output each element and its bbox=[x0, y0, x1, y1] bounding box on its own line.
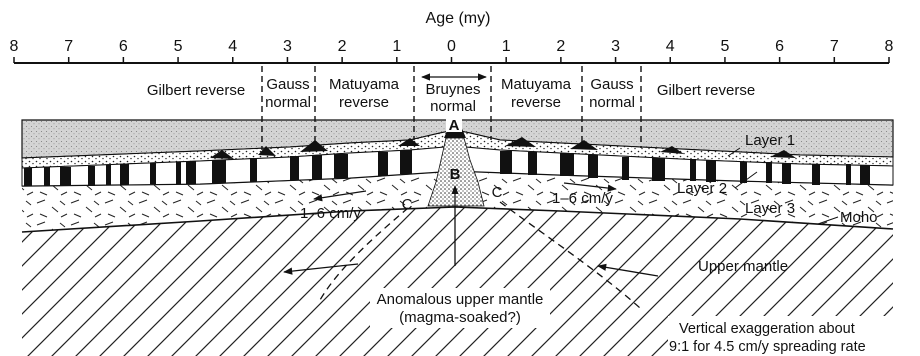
axis-tick-label: 8 bbox=[885, 38, 894, 55]
zone-matuyama-left-line1: Matuyama bbox=[329, 76, 400, 93]
axis-tick-label: 4 bbox=[228, 38, 237, 55]
zone-gauss-right-line1: Gauss bbox=[590, 76, 633, 93]
zone-bruynes-line1: Bruynes bbox=[425, 81, 480, 98]
zone-gilbert-right: Gilbert reverse bbox=[657, 82, 755, 99]
axis-tick-label: 0 bbox=[447, 38, 456, 55]
zone-matuyama-right-line1: Matuyama bbox=[501, 76, 572, 93]
axis-tick-label: 7 bbox=[64, 38, 73, 55]
axis-tick-label: 6 bbox=[119, 38, 128, 55]
axis-tick-label: 4 bbox=[666, 38, 675, 55]
axis-title: Age (my) bbox=[426, 10, 491, 27]
zone-gauss-left-line2: normal bbox=[265, 94, 311, 111]
axis-tick-label: 6 bbox=[775, 38, 784, 55]
axis-tick-label: 5 bbox=[720, 38, 729, 55]
rate-left-label: 1–6 cm/y bbox=[300, 205, 361, 222]
zone-bruynes-line2: normal bbox=[430, 98, 476, 115]
layer-3-label: Layer 3 bbox=[745, 200, 795, 217]
axis-tick-label: 1 bbox=[392, 38, 401, 55]
point-b-label: B bbox=[450, 166, 461, 183]
point-a-label: A bbox=[449, 117, 460, 134]
axis-tick-label: 3 bbox=[611, 38, 620, 55]
axis-tick-label: 5 bbox=[174, 38, 183, 55]
axis-tick-label: 2 bbox=[338, 38, 347, 55]
axis-tick-label: 3 bbox=[283, 38, 292, 55]
anomalous-mantle-label-line1: Anomalous upper mantle bbox=[377, 291, 544, 308]
point-c-left-label: C bbox=[402, 196, 413, 213]
axis-tick-label: 8 bbox=[10, 38, 19, 55]
axis-tick-label: 1 bbox=[502, 38, 511, 55]
point-c-right-label: C bbox=[492, 184, 503, 201]
layer-1-label: Layer 1 bbox=[745, 132, 795, 149]
note-line-2: 9:1 for 4.5 cm/y spreading rate bbox=[669, 339, 866, 355]
layer-2-label: Layer 2 bbox=[677, 180, 727, 197]
upper-mantle-label: Upper mantle bbox=[698, 258, 788, 275]
anomalous-mantle-label-line2: (magma-soaked?) bbox=[399, 309, 521, 326]
zone-matuyama-left-line2: reverse bbox=[339, 94, 389, 111]
zone-gauss-right-line2: normal bbox=[589, 94, 635, 111]
zone-matuyama-right-line2: reverse bbox=[511, 94, 561, 111]
rate-right-label: 1–6 cm/y bbox=[552, 190, 613, 207]
axis-tick-label: 7 bbox=[830, 38, 839, 55]
zone-gilbert-left: Gilbert reverse bbox=[147, 82, 245, 99]
age-axis-ticks: 8 7 6 5 4 3 2 1 0 1 2 3 4 5 6 7 8 bbox=[10, 38, 894, 63]
zone-gauss-left-line1: Gauss bbox=[266, 76, 309, 93]
axis-tick-label: 2 bbox=[556, 38, 565, 55]
note-line-1: Vertical exaggeration about bbox=[679, 321, 855, 337]
moho-label: Moho bbox=[840, 209, 878, 226]
